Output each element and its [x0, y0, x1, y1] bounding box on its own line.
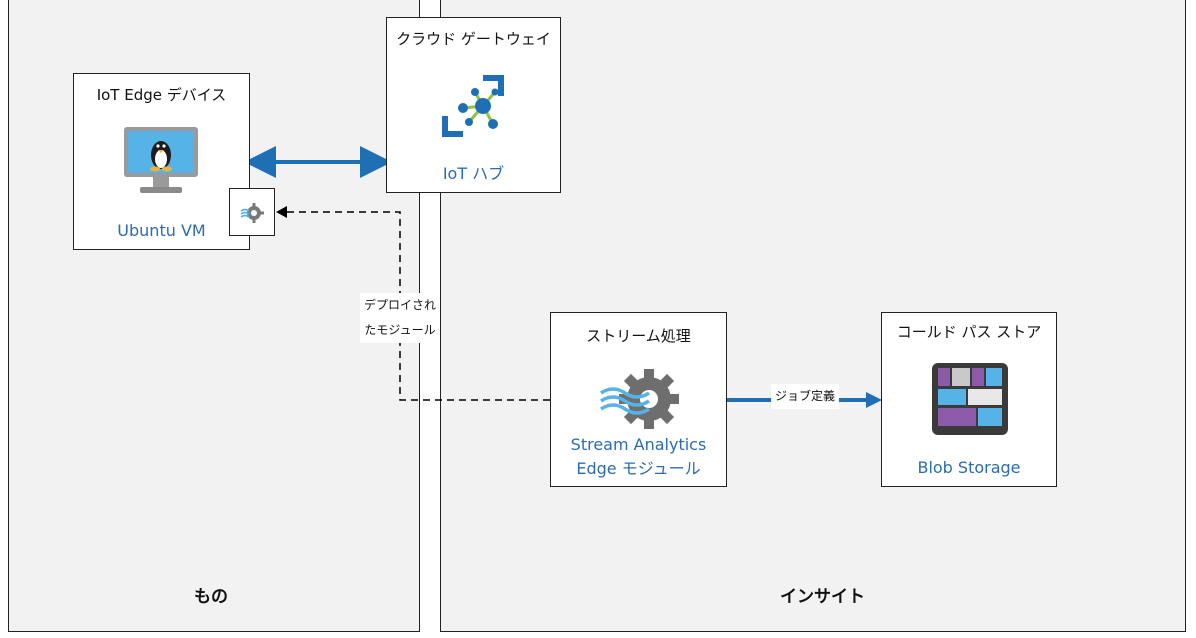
- cloud-gateway-title: クラウド ゲートウェイ: [396, 30, 551, 48]
- edge-module-box[interactable]: [229, 188, 275, 236]
- zone-things-label: もの: [194, 587, 228, 607]
- stream-processing-title: ストリーム処理: [586, 327, 691, 345]
- cold-path-store-card[interactable]: コールド パス ストア Blob Storage: [881, 312, 1057, 487]
- zone-insights-label: インサイト: [780, 587, 865, 607]
- cold-path-store-subtitle: Blob Storage: [917, 458, 1021, 477]
- iot-edge-device-card[interactable]: IoT Edge デバイス Ubuntu VM: [73, 73, 250, 250]
- cold-path-store-title: コールド パス ストア: [896, 323, 1042, 341]
- cloud-gateway-subtitle: IoT ハブ: [442, 164, 505, 183]
- stream-processing-card[interactable]: ストリーム処理 Stream Analytics Edge モジュール: [550, 312, 727, 487]
- module-gear-icon: [240, 203, 264, 223]
- deployed-module-arrowhead: [276, 206, 287, 218]
- stream-processing-subtitle-line1: Stream Analytics: [570, 435, 707, 454]
- iot-edge-device-title: IoT Edge デバイス: [96, 86, 227, 104]
- job-definition-label: ジョブ定義: [771, 384, 840, 409]
- job-definition-arrowhead: [866, 392, 882, 408]
- iot-hub-icon: [442, 75, 504, 137]
- cloud-gateway-card[interactable]: クラウド ゲートウェイ IoT ハブ: [386, 17, 561, 193]
- stream-analytics-icon: [600, 369, 679, 429]
- deployed-module-label: デプロイされ たモジュール: [360, 293, 440, 343]
- iot-edge-device-subtitle: Ubuntu VM: [117, 221, 206, 240]
- deployed-module-label-line2: たモジュール: [364, 323, 436, 337]
- stream-processing-subtitle-line2: Edge モジュール: [576, 459, 701, 478]
- deployed-module-label-line1: デプロイされ: [364, 298, 437, 312]
- blob-storage-icon: [932, 363, 1008, 435]
- linux-vm-icon: [124, 127, 198, 193]
